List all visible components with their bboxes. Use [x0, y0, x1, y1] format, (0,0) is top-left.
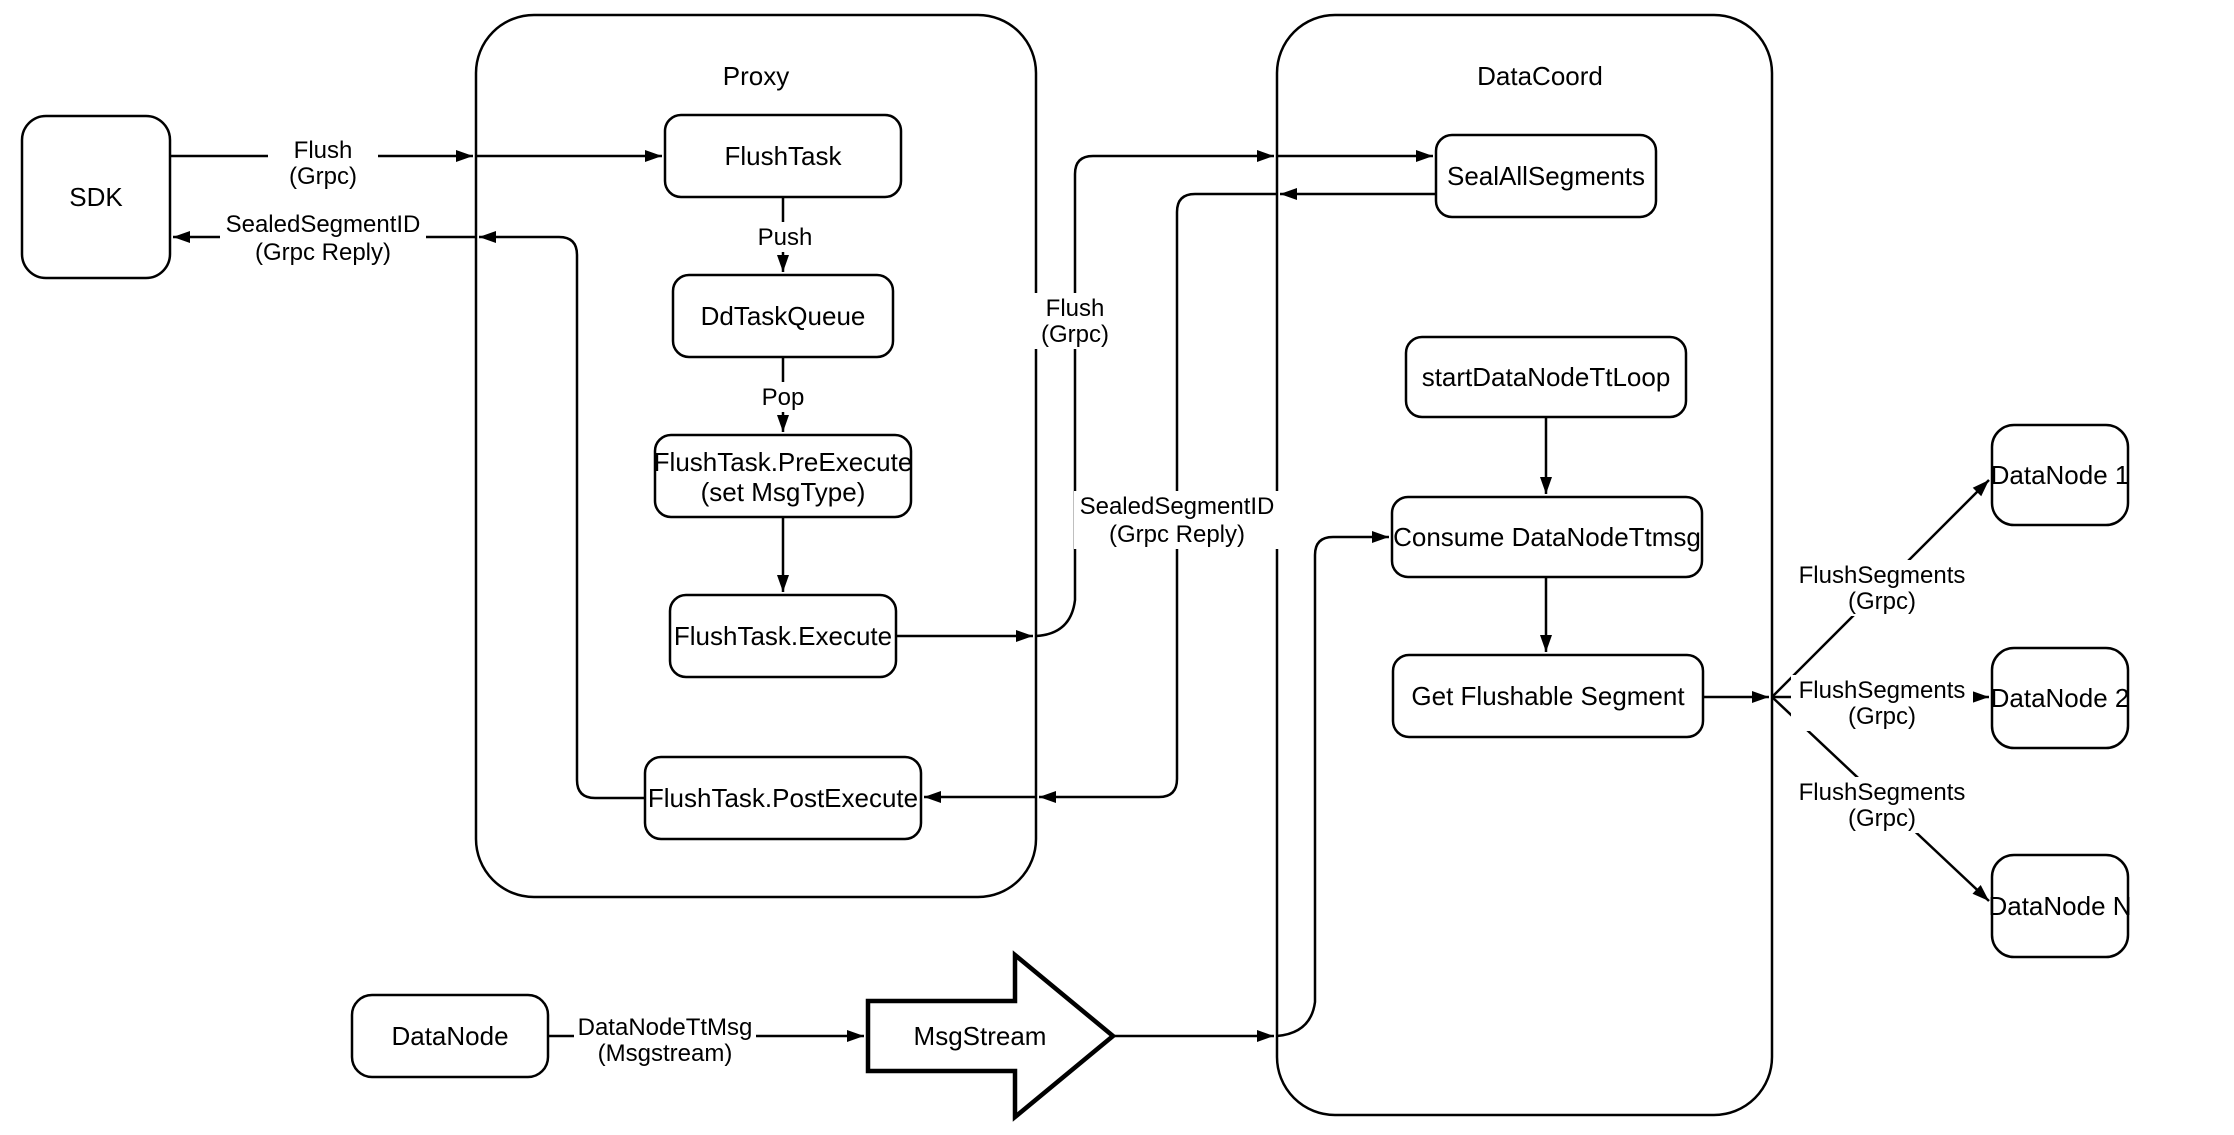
sealallsegments-node-label: SealAllSegments [1447, 161, 1645, 191]
preexecute-node-border [653, 433, 913, 519]
msgstream-block-arrow-shape [865, 950, 1117, 1122]
label-pop: Pop [752, 382, 816, 412]
edge-datacoord-to-consume [1276, 531, 1389, 1038]
proxy-container-border [474, 13, 1038, 899]
label-datanodettmsg-line2: (Msgstream) [598, 1040, 733, 1067]
execute-node: FlushTask.Execute [668, 593, 898, 679]
edge-postexecute-to-proxy-edge [479, 231, 645, 800]
label-sealedsegmentid-sdk-line2: (Grpc Reply) [255, 239, 391, 266]
label-flushsegments-2-line1: FlushSegments [1799, 677, 1966, 704]
label-datanodettmsg-line1: DataNodeTtMsg [578, 1014, 753, 1041]
msgstream-node-label: MsgStream [914, 1021, 1047, 1051]
sealallsegments-node: SealAllSegments [1434, 133, 1658, 219]
datanoden-node-label: DataNode N [1988, 891, 2131, 921]
sdk-node-border [20, 114, 172, 280]
label-flush-sdk-proxy-bg [268, 135, 378, 191]
datanode-bottom-node-label: DataNode [391, 1021, 508, 1051]
datanode2-node-label: DataNode 2 [1991, 683, 2130, 713]
label-flush-sdk-proxy-line1: Flush [294, 137, 353, 164]
label-flush-proxy-datacoord-line2: (Grpc) [1041, 321, 1109, 348]
datanode1-node-label: DataNode 1 [1991, 460, 2130, 490]
getflushablesegment-node-border [1391, 653, 1705, 739]
ddtaskqueue-node-border [671, 273, 895, 359]
label-datanodettmsg-bg [574, 1012, 756, 1068]
sdk-node: SDK [20, 114, 172, 280]
preexecute-node-label-line2: (set MsgType) [701, 477, 866, 507]
datanode2-node: DataNode 2 [1990, 646, 2130, 750]
startdatanodettloop-node: startDataNodeTtLoop [1404, 335, 1688, 419]
proxy-container-title: Proxy [723, 61, 789, 91]
edge-proxy-to-datacoord-flush [1035, 150, 1274, 638]
label-flushsegments-n-line2: (Grpc) [1848, 805, 1916, 832]
sdk-node-label: SDK [69, 182, 123, 212]
sealallsegments-node-border [1434, 133, 1658, 219]
ddtaskqueue-node-label: DdTaskQueue [701, 301, 866, 331]
execute-node-label: FlushTask.Execute [674, 621, 892, 651]
label-flushsegments-n-bg [1791, 777, 1973, 833]
label-sealedsegmentid-sdk-line1: SealedSegmentID [226, 211, 421, 238]
label-push-bg [748, 222, 822, 252]
label-sealedsegmentid-sdk: SealedSegmentID (Grpc Reply) [220, 209, 426, 267]
label-flushsegments-1-line1: FlushSegments [1799, 562, 1966, 589]
preexecute-node-label-line1: FlushTask.PreExecute [654, 447, 913, 477]
postexecute-node-border [643, 755, 923, 841]
postexecute-node-label: FlushTask.PostExecute [648, 783, 918, 813]
label-flush-proxy-datacoord: Flush (Grpc) [1020, 293, 1130, 349]
execute-node-border [668, 593, 898, 679]
label-flushsegments-n: FlushSegments (Grpc) [1791, 777, 1973, 833]
label-sealedsegmentid-sdk-bg [220, 209, 426, 267]
datanode-bottom-node: DataNode [350, 993, 550, 1079]
msgstream-node: MsgStream [865, 950, 1117, 1122]
startdatanodettloop-node-label: startDataNodeTtLoop [1422, 362, 1671, 392]
label-flush-proxy-datacoord-line1: Flush [1046, 295, 1105, 322]
getflushablesegment-node: Get Flushable Segment [1391, 653, 1705, 739]
startdatanodettloop-node-border [1404, 335, 1688, 419]
datacoord-container-border [1275, 13, 1774, 1117]
preexecute-node: FlushTask.PreExecute (set MsgType) [653, 433, 913, 519]
label-push: Push [748, 222, 822, 252]
datanode2-node-border [1990, 646, 2130, 750]
flushtask-node-label: FlushTask [724, 141, 842, 171]
label-datanodettmsg: DataNodeTtMsg (Msgstream) [574, 1012, 756, 1068]
label-flush-sdk-proxy-line2: (Grpc) [289, 163, 357, 190]
getflushablesegment-node-label: Get Flushable Segment [1411, 681, 1685, 711]
flushtask-node: FlushTask [663, 113, 903, 199]
label-flushsegments-n-line1: FlushSegments [1799, 779, 1966, 806]
ddtaskqueue-node: DdTaskQueue [671, 273, 895, 359]
label-flushsegments-1: FlushSegments (Grpc) [1791, 560, 1973, 616]
datanode-bottom-node-border [350, 993, 550, 1079]
label-sealedsegmentid-datacoord-line2: (Grpc Reply) [1109, 521, 1245, 548]
label-flushsegments-2: FlushSegments (Grpc) [1791, 675, 1973, 731]
label-flush-sdk-proxy: Flush (Grpc) [268, 135, 378, 191]
label-pop-text: Pop [762, 384, 805, 411]
datanode1-node: DataNode 1 [1990, 423, 2130, 527]
label-pop-bg [752, 382, 816, 412]
label-flushsegments-2-line2: (Grpc) [1848, 703, 1916, 730]
datacoord-container-title: DataCoord [1477, 61, 1603, 91]
label-flushsegments-1-bg [1791, 560, 1973, 616]
datanoden-node-border [1990, 853, 2130, 959]
label-sealedsegmentid-datacoord-bg [1074, 491, 1280, 549]
datanode1-node-border [1990, 423, 2130, 527]
proxy-container: Proxy [474, 13, 1038, 899]
label-flush-proxy-datacoord-bg [1020, 293, 1130, 349]
label-flushsegments-2-bg [1791, 675, 1973, 731]
label-sealedsegmentid-datacoord: SealedSegmentID (Grpc Reply) [1074, 491, 1280, 549]
label-sealedsegmentid-datacoord-line1: SealedSegmentID [1080, 493, 1275, 520]
datacoord-container: DataCoord [1275, 13, 1774, 1117]
consumedatanodettmsg-node: Consume DataNodeTtmsg [1390, 495, 1704, 579]
consumedatanodettmsg-node-border [1390, 495, 1704, 579]
label-push-text: Push [758, 224, 813, 251]
postexecute-node: FlushTask.PostExecute [643, 755, 923, 841]
datanoden-node: DataNode N [1988, 853, 2132, 959]
consumedatanodettmsg-node-label: Consume DataNodeTtmsg [1393, 522, 1701, 552]
label-flushsegments-1-line2: (Grpc) [1848, 588, 1916, 615]
flushtask-node-border [663, 113, 903, 199]
